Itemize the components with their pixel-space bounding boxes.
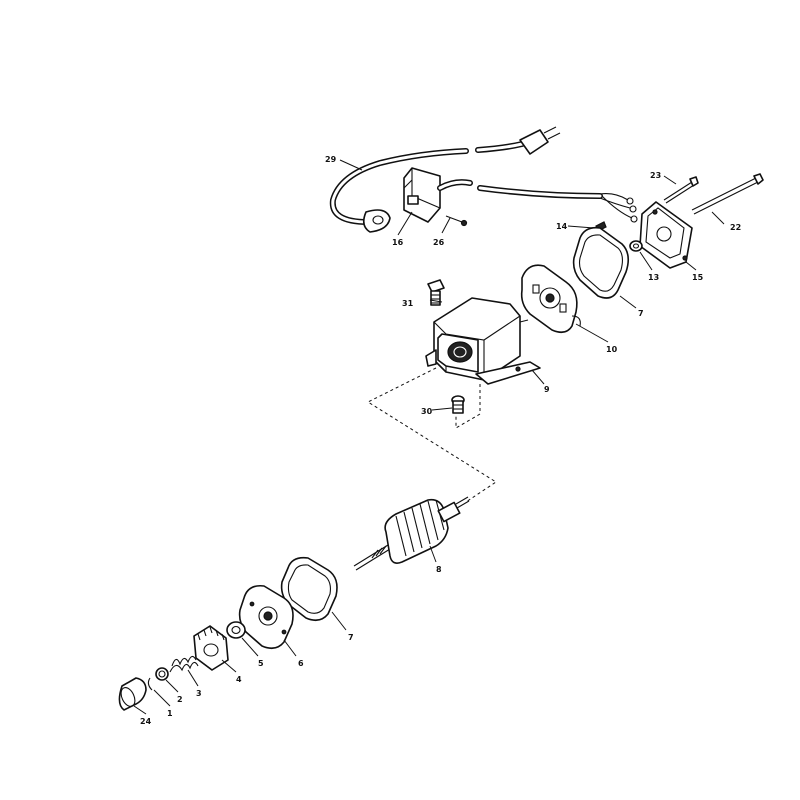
gasket-lower (280, 556, 338, 622)
spring (169, 655, 199, 673)
bushing (226, 621, 246, 639)
motor-housing (425, 297, 541, 385)
clip (147, 677, 153, 691)
callout-7-upper: 7 (638, 309, 644, 318)
callout-4: 4 (236, 675, 242, 684)
callout-5: 5 (258, 659, 264, 668)
callout-6: 6 (298, 659, 304, 668)
callout-10: 10 (606, 345, 618, 354)
screw-30 (451, 395, 465, 414)
lead-cord (477, 185, 638, 223)
leader-lines (133, 159, 725, 715)
callout-22: 22 (730, 223, 741, 232)
power-cord (329, 126, 561, 233)
through-bolt-long (691, 173, 764, 215)
bolt-31 (427, 279, 445, 306)
cap (118, 677, 147, 711)
callout-7-lower: 7 (348, 633, 354, 642)
switch-screw (445, 215, 468, 227)
callout-23: 23 (650, 171, 661, 180)
callout-9: 9 (544, 385, 550, 394)
assembly-path (366, 367, 497, 503)
drive-gear (193, 625, 229, 671)
retainer-ring (155, 667, 169, 681)
callout-26: 26 (433, 238, 445, 247)
callout-31-text: 31 (402, 299, 414, 308)
callout-16: 16 (392, 238, 404, 247)
washer (629, 240, 643, 252)
end-cap (639, 201, 693, 269)
through-bolt-short (663, 176, 699, 204)
callout-1: 1 (167, 709, 173, 718)
callout-29: 29 (325, 155, 337, 164)
callout-3: 3 (196, 689, 202, 698)
callout-24: 24 (140, 717, 152, 726)
armature (353, 496, 470, 571)
callout-8: 8 (436, 565, 442, 574)
callout-15: 15 (692, 273, 704, 282)
callout-labels: 29 16 26 23 22 14 13 15 7 10 9 8 7 6 5 4… (140, 155, 741, 726)
callout-13: 13 (648, 273, 659, 282)
callout-30-text: 30 (421, 407, 433, 416)
brush-plate (520, 264, 581, 334)
callout-2: 2 (177, 695, 183, 704)
gasket-upper (572, 226, 630, 299)
callout-labels-extra: 31 30 (402, 299, 433, 416)
switch-box (403, 167, 473, 223)
callout-14: 14 (556, 222, 568, 231)
